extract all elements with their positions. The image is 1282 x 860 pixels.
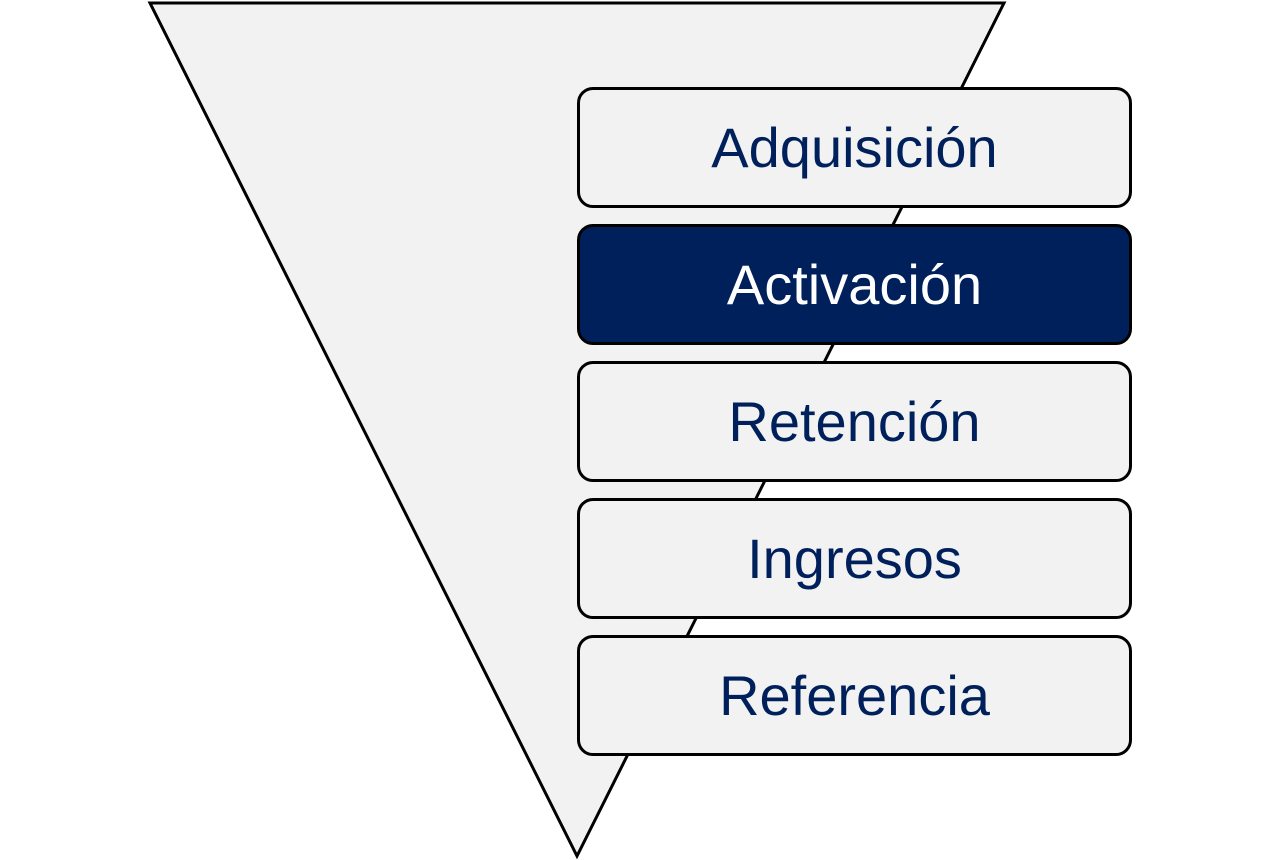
funnel-stage-ingresos: Ingresos [577,498,1132,619]
stage-label: Ingresos [747,526,962,590]
stage-label: Referencia [719,663,990,727]
funnel-stage-activacion: Activación [577,224,1132,345]
funnel-stage-retencion: Retención [577,361,1132,482]
stage-label: Adquisición [711,115,998,179]
funnel-stage-adquisicion: Adquisición [577,87,1132,208]
stage-label: Retención [728,389,981,453]
funnel-stage-referencia: Referencia [577,635,1132,756]
stage-label: Activación [726,252,983,316]
